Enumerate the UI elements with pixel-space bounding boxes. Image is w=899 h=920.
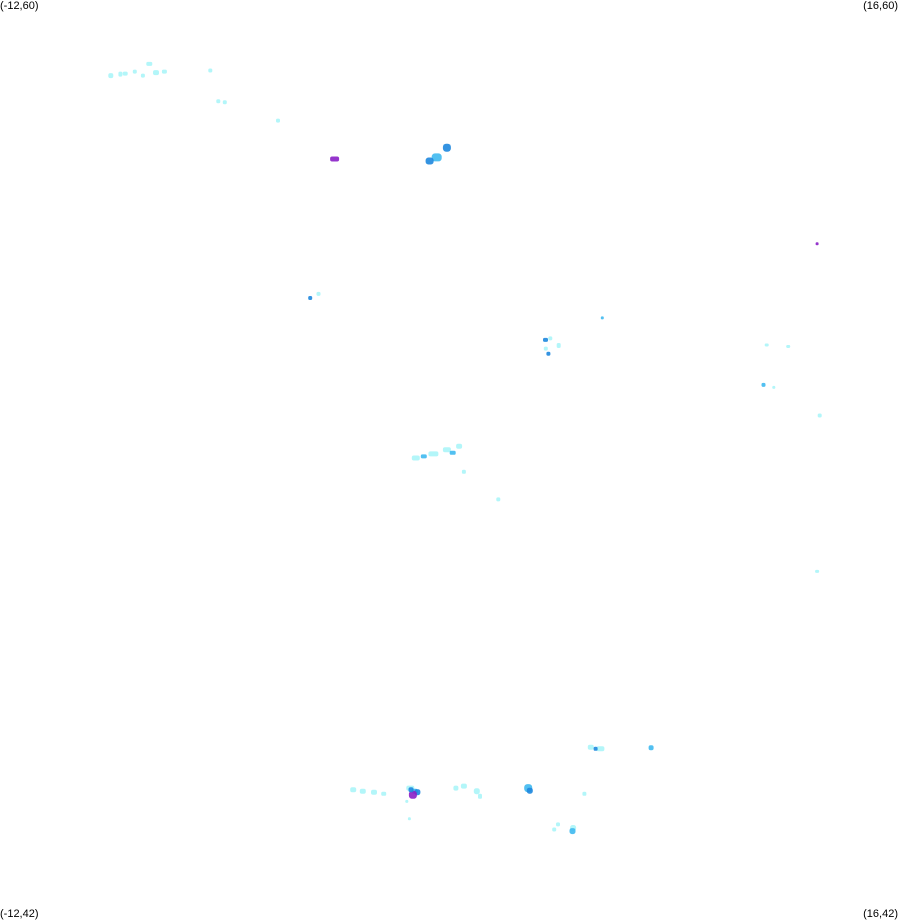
density-point — [596, 746, 605, 752]
density-point — [552, 827, 557, 832]
density-point — [460, 783, 467, 789]
density-point — [543, 346, 548, 351]
density-point — [772, 385, 776, 389]
density-point — [381, 791, 387, 796]
density-point — [543, 337, 548, 342]
density-point — [411, 455, 420, 461]
density-point — [118, 71, 123, 77]
corner-label-top-right: (16,60) — [863, 0, 898, 12]
density-point — [108, 73, 114, 79]
corner-label-bottom-left: (-12,42) — [0, 908, 39, 920]
density-point — [359, 788, 366, 794]
density-point — [122, 71, 128, 76]
density-point — [371, 789, 377, 795]
density-point — [405, 799, 409, 803]
density-point — [456, 443, 463, 449]
density-point — [548, 336, 553, 341]
density-point — [461, 469, 466, 474]
density-point — [153, 70, 159, 76]
density-point — [442, 143, 451, 152]
density-point — [761, 382, 766, 387]
density-point — [408, 790, 417, 799]
density-point — [453, 785, 459, 791]
density-point — [546, 351, 551, 356]
density-point — [587, 744, 594, 750]
density-point — [786, 345, 791, 348]
density-point — [316, 291, 321, 296]
density-point — [473, 788, 480, 795]
density-point — [478, 793, 482, 799]
density-point — [208, 68, 213, 73]
density-point — [140, 73, 145, 78]
density-point — [817, 413, 822, 418]
density-point — [420, 454, 427, 459]
density-point — [449, 450, 456, 455]
density-point — [330, 156, 340, 162]
density-point — [222, 100, 227, 105]
density-point — [308, 296, 313, 300]
corner-label-top-left: (-12,60) — [0, 0, 39, 12]
density-point — [556, 343, 561, 348]
density-point — [442, 447, 451, 453]
density-point — [276, 118, 280, 123]
density-point — [408, 787, 414, 793]
density-point — [146, 61, 153, 66]
density-point — [132, 69, 137, 74]
density-point — [216, 99, 221, 104]
density-point — [428, 451, 439, 457]
density-point — [496, 497, 501, 502]
density-point — [593, 746, 598, 751]
density-point — [582, 791, 587, 796]
density-point — [569, 828, 576, 835]
density-point — [431, 153, 442, 162]
density-point — [425, 157, 434, 165]
density-point — [815, 242, 819, 246]
density-point — [764, 343, 769, 347]
density-point — [350, 787, 357, 793]
density-point — [600, 316, 604, 320]
density-point — [526, 787, 533, 794]
density-point — [815, 569, 820, 573]
density-point — [407, 817, 411, 821]
density-point — [648, 745, 654, 751]
corner-label-bottom-right: (16,42) — [863, 908, 898, 920]
density-point — [161, 69, 167, 74]
density-point — [556, 822, 560, 827]
